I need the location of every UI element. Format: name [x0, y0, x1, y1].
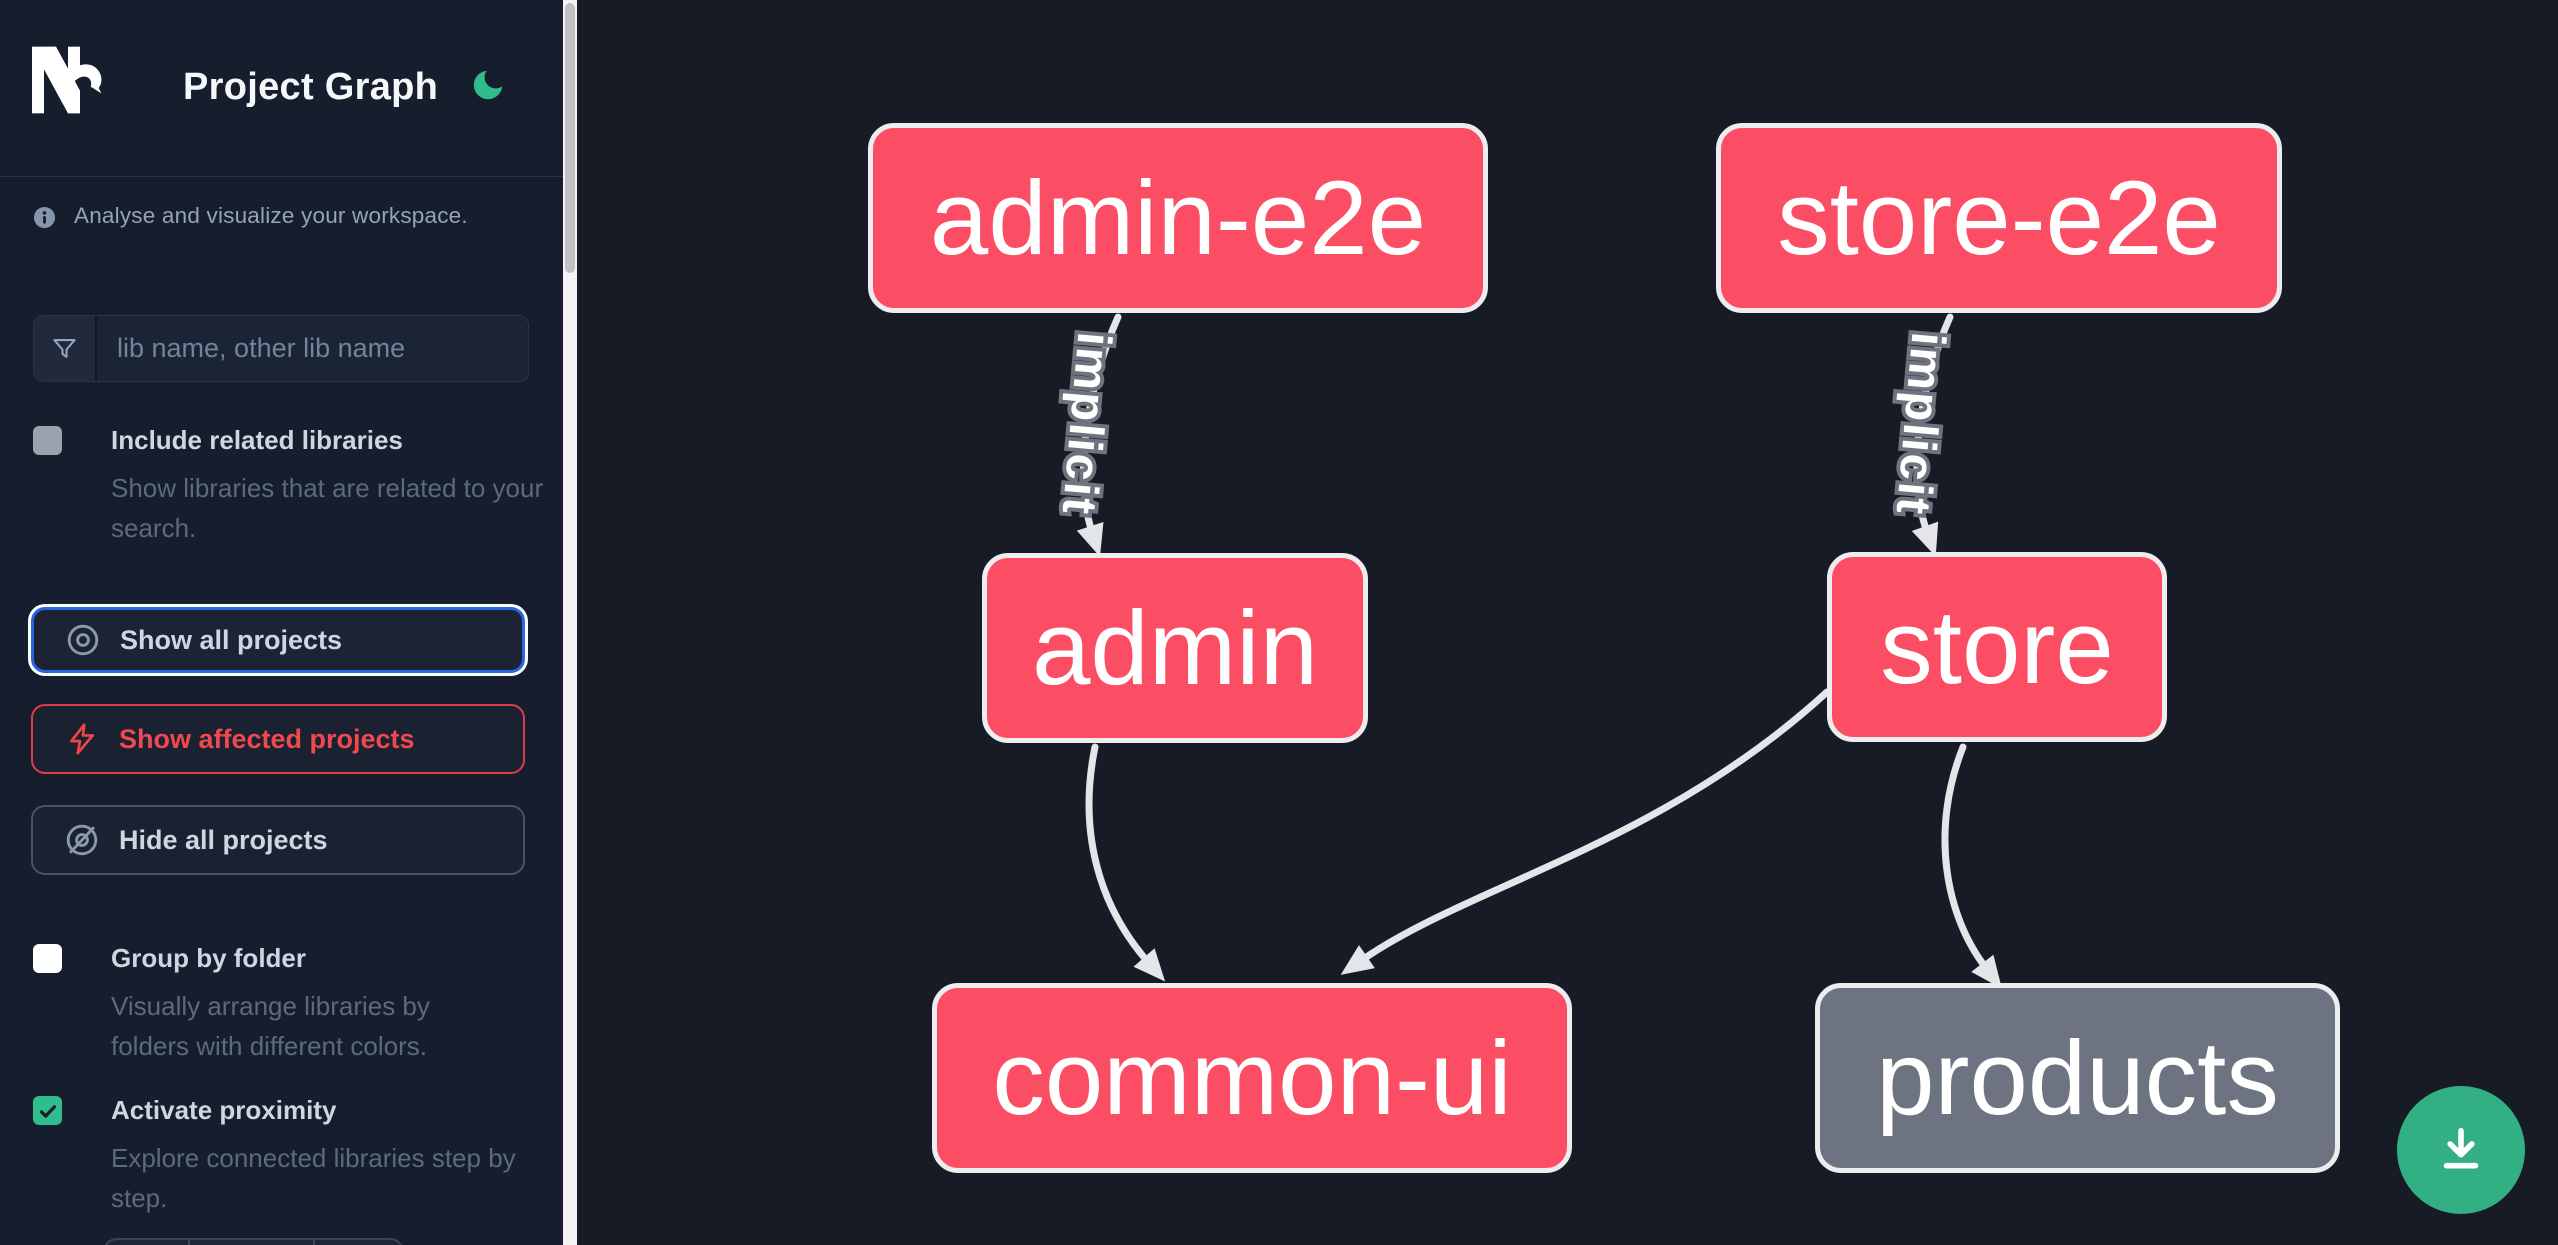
- eye-off-icon: [63, 821, 101, 859]
- stepper-value: [190, 1240, 315, 1245]
- workspace-tagline: Analyse and visualize your workspace.: [33, 203, 533, 229]
- moon-icon: [473, 70, 503, 100]
- graph-edge-store-products[interactable]: [1941, 743, 2002, 989]
- checkbox-description: Explore connected libraries step by step…: [111, 1143, 516, 1213]
- graph-edge-store-e2e-store[interactable]: [1911, 313, 1954, 557]
- info-icon: [33, 206, 56, 229]
- checkbox-description: Visually arrange libraries by folders wi…: [111, 991, 430, 1061]
- nx-logo: [32, 46, 102, 114]
- stepper-decrement[interactable]: [105, 1240, 190, 1245]
- search-box: [33, 315, 529, 382]
- checkbox-label[interactable]: Group by folder: [111, 943, 306, 973]
- proximity-depth-stepper[interactable]: [103, 1238, 404, 1245]
- scrollbar-thumb[interactable]: [565, 3, 575, 273]
- theme-toggle-button[interactable]: [468, 66, 508, 106]
- graph-node-store[interactable]: store: [1827, 552, 2167, 742]
- download-graph-button[interactable]: [2397, 1086, 2525, 1214]
- group-by-folder-checkbox[interactable]: [33, 944, 62, 973]
- graph-edge-store-common-ui[interactable]: [1340, 688, 1831, 975]
- show-affected-projects-button[interactable]: Show affected projects: [31, 704, 525, 774]
- button-label: Show affected projects: [119, 723, 415, 754]
- filter-funnel-icon: [34, 316, 97, 381]
- search-input[interactable]: [97, 316, 528, 381]
- eye-icon: [64, 621, 102, 659]
- graph-node-store-e2e[interactable]: store-e2e: [1716, 123, 2282, 313]
- hide-all-projects-button[interactable]: Hide all projects: [31, 805, 525, 875]
- group-by-folder-option: Group by folder Visually arrange librari…: [33, 943, 506, 1066]
- sidebar-scrollbar: [563, 0, 577, 1245]
- checkbox-description: Show libraries that are related to your …: [111, 473, 544, 543]
- tagline-text: Analyse and visualize your workspace.: [74, 203, 468, 228]
- activate-proximity-checkbox[interactable]: [33, 1096, 62, 1125]
- button-label: Hide all projects: [119, 824, 328, 855]
- check-icon: [39, 1104, 56, 1118]
- graph-node-admin-e2e[interactable]: admin-e2e: [868, 123, 1488, 313]
- include-related-libraries-option: Include related libraries Show libraries…: [33, 425, 566, 548]
- checkbox-label[interactable]: Include related libraries: [111, 425, 403, 455]
- graph-node-admin[interactable]: admin: [982, 553, 1368, 743]
- button-label: Show all projects: [120, 624, 343, 655]
- graph-edge-admin-common-ui[interactable]: [1085, 743, 1166, 982]
- activate-proximity-option: Activate proximity Explore connected lib…: [33, 1095, 541, 1218]
- show-all-projects-button[interactable]: Show all projects: [31, 607, 525, 673]
- include-related-libraries-checkbox[interactable]: [33, 426, 62, 455]
- download-icon: [2443, 1127, 2479, 1169]
- graph-node-products[interactable]: products: [1815, 983, 2340, 1173]
- sidebar: Project Graph Analyse and visualize your…: [0, 0, 563, 1245]
- graph-node-common-ui[interactable]: common-ui: [932, 983, 1572, 1173]
- bolt-icon: [63, 720, 101, 758]
- checkbox-label[interactable]: Activate proximity: [111, 1095, 337, 1125]
- divider: [0, 176, 563, 177]
- page-title: Project Graph: [183, 66, 439, 108]
- graph-edge-admin-e2e-admin[interactable]: [1076, 313, 1122, 557]
